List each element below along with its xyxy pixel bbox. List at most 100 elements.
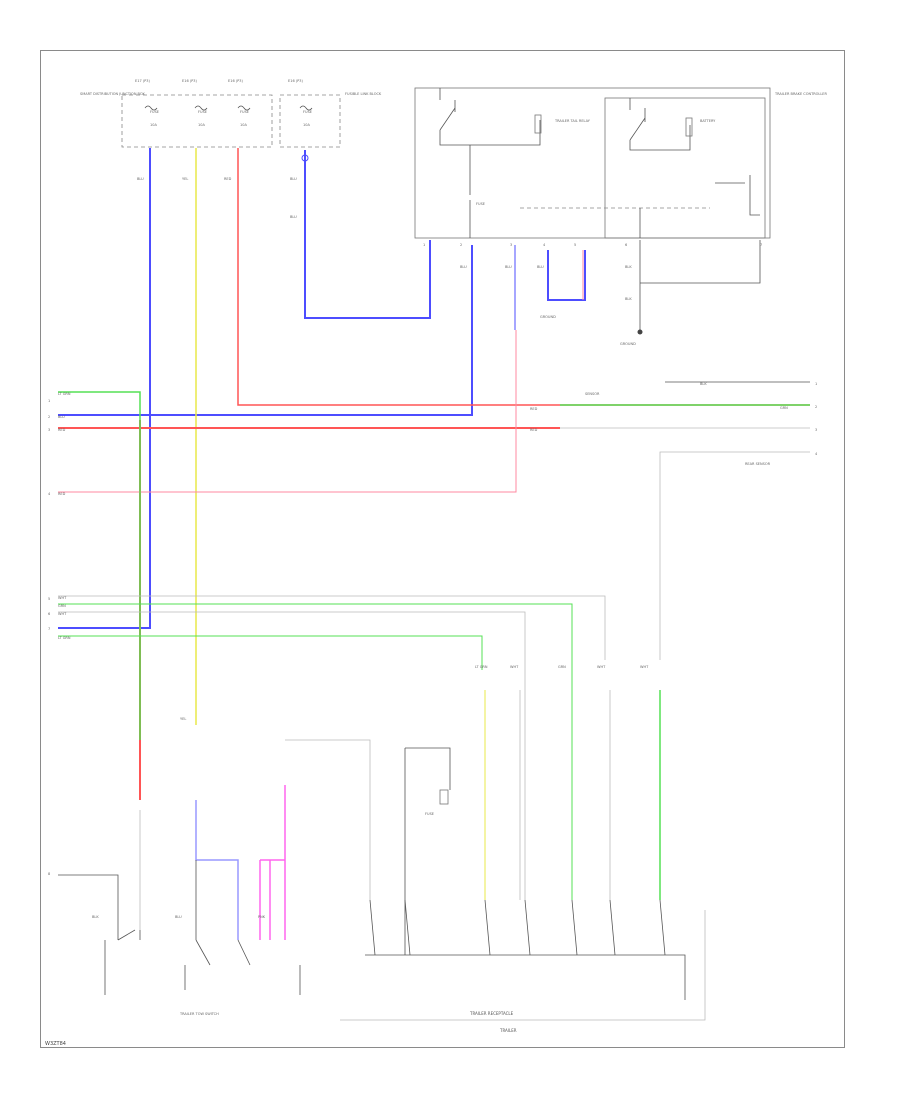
right-pin-numbers: 1 2 3 4 <box>815 382 818 456</box>
svg-text:BLK: BLK <box>625 265 632 269</box>
svg-text:WHT: WHT <box>510 665 519 669</box>
svg-text:BLU: BLU <box>175 915 182 919</box>
svg-text:FUSE: FUSE <box>240 110 249 114</box>
wire-blue-mid: BLU BLU <box>58 245 473 419</box>
top-connector-block: E17 (P3) E16 (P3) E16 (P3) E16 (P3) FUSE… <box>80 79 382 148</box>
wire-green-top: LT GRN GRN <box>58 391 810 740</box>
diagram-frame <box>40 50 845 1048</box>
svg-text:FUSE: FUSE <box>425 812 434 816</box>
trailer-receptacle-label: TRAILER RECEPTACLE <box>469 1011 514 1016</box>
svg-text:8: 8 <box>48 872 50 876</box>
svg-text:FUSE: FUSE <box>150 110 159 114</box>
svg-text:YEL: YEL <box>180 717 186 721</box>
wire-black-right: BLK BLK BLK <box>625 240 810 386</box>
svg-text:FUSE: FUSE <box>198 110 207 114</box>
left-switch-label: TRAILER TOW SWITCH <box>179 1012 219 1016</box>
fuse-2: FUSE 10A <box>194 105 208 127</box>
right-module-label: TRAILER BRAKE CONTROLLER <box>774 92 828 96</box>
connector-label: E16 (P3) <box>228 79 243 83</box>
svg-text:FUSE: FUSE <box>303 110 312 114</box>
svg-text:6: 6 <box>48 612 50 616</box>
wire-blue-small: BLU BLU <box>505 245 586 330</box>
svg-text:3: 3 <box>48 428 50 432</box>
svg-text:FUSE: FUSE <box>476 202 485 206</box>
connector-label: E16 (P3) <box>182 79 197 83</box>
svg-text:GRN: GRN <box>58 604 66 608</box>
svg-text:WHT: WHT <box>597 665 606 669</box>
svg-text:7: 7 <box>48 627 50 631</box>
svg-text:3: 3 <box>815 428 817 432</box>
svg-text:5: 5 <box>574 243 576 247</box>
fuse-1: FUSE 10A <box>144 105 159 127</box>
svg-text:4: 4 <box>815 452 818 456</box>
svg-text:BLU: BLU <box>290 177 297 181</box>
svg-text:RED: RED <box>224 177 232 181</box>
mid-module-label: FUSIBLE LINK BLOCK <box>345 92 382 96</box>
wire-green-mid: GRN LT GRN <box>58 603 661 900</box>
svg-text:7: 7 <box>760 243 762 247</box>
svg-text:WHT: WHT <box>58 596 67 600</box>
svg-text:BLU: BLU <box>537 265 544 269</box>
svg-text:GRN: GRN <box>780 406 788 410</box>
svg-text:BLU: BLU <box>290 215 297 219</box>
svg-text:WHT: WHT <box>640 665 649 669</box>
svg-text:1: 1 <box>423 243 425 247</box>
left-module-label: SMART DISTRIBUTION JUNCTION BOX <box>80 92 145 96</box>
svg-text:GRN: GRN <box>558 665 566 669</box>
relay-pins: 1 2 3 4 5 6 7 <box>423 243 762 247</box>
svg-text:WHT: WHT <box>58 612 67 616</box>
svg-text:PNK: PNK <box>258 915 266 919</box>
svg-text:LT GRN: LT GRN <box>58 392 71 396</box>
svg-text:BLK: BLK <box>92 915 99 919</box>
ground-2-label: GROUND <box>620 342 636 346</box>
left-pin-numbers: 1 2 3 4 5 6 7 8 <box>48 399 51 876</box>
rear-sensor-label: REAR SENSOR <box>745 462 771 466</box>
relay-1-label: TRAILER TAIL RELAY <box>554 119 591 123</box>
svg-text:BLU: BLU <box>460 265 467 269</box>
svg-text:BLK: BLK <box>625 297 632 301</box>
svg-text:LT GRN: LT GRN <box>475 665 488 669</box>
fuse-3: FUSE 10A <box>237 105 251 127</box>
svg-text:3: 3 <box>510 243 512 247</box>
wire-blue-main: BLU <box>58 148 151 629</box>
svg-text:BLU: BLU <box>137 177 144 181</box>
svg-text:BLU: BLU <box>58 415 65 419</box>
svg-text:2: 2 <box>815 405 817 409</box>
diagram-code: W3ZT84 <box>45 1041 66 1047</box>
svg-text:RED: RED <box>530 428 538 432</box>
svg-text:4: 4 <box>48 492 51 496</box>
wire-blue-fuse4: BLU BLU <box>290 150 431 319</box>
connector-label: E17 (P3) <box>135 79 150 83</box>
svg-text:2: 2 <box>460 243 462 247</box>
trailer-receptacle: FUSE LT GRN WHT GRN WHT WHT TRAILER RECE… <box>340 665 706 1033</box>
svg-text:10A: 10A <box>150 123 157 127</box>
left-switch-area: BLK BLU PNK TRAILER TOW SWITCH <box>58 739 371 1016</box>
svg-text:1: 1 <box>48 399 50 403</box>
svg-text:LT GRN: LT GRN <box>58 636 71 640</box>
svg-text:RED: RED <box>58 492 66 496</box>
svg-text:1: 1 <box>815 382 817 386</box>
svg-text:BLK: BLK <box>700 382 707 386</box>
svg-text:6: 6 <box>625 243 627 247</box>
svg-text:4: 4 <box>543 243 546 247</box>
svg-text:RED: RED <box>58 428 66 432</box>
svg-text:YEL: YEL <box>182 177 188 181</box>
ground-1-label: GROUND <box>540 315 556 319</box>
svg-text:2: 2 <box>48 415 50 419</box>
relay-2-label: BATTERY <box>700 119 716 123</box>
connector-label: E16 (P3) <box>288 79 303 83</box>
svg-text:RED: RED <box>530 407 538 411</box>
svg-text:10A: 10A <box>240 123 247 127</box>
wire-pink-red: RED <box>58 250 584 496</box>
svg-text:10A: 10A <box>303 123 310 127</box>
trailer-label: TRAILER <box>499 1028 517 1033</box>
fuse-4: FUSE 10A <box>299 105 313 127</box>
relay-module: TRAILER TAIL RELAY FUSE BATTERY TRAILER … <box>414 87 828 239</box>
wire-red-top: RED RED <box>224 148 810 411</box>
wire-gray-lines: WHT WHT <box>58 427 810 900</box>
svg-text:BLU: BLU <box>505 265 512 269</box>
svg-text:10A: 10A <box>198 123 205 127</box>
mid-sensor-label: SENSOR <box>585 392 600 396</box>
svg-text:5: 5 <box>48 597 50 601</box>
